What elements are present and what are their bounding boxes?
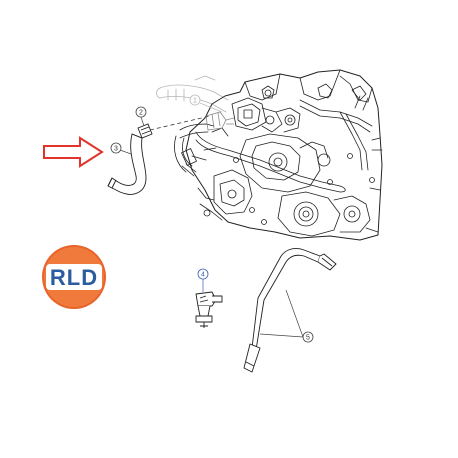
- callout-4: 4: [197, 268, 209, 292]
- part-2-fitting: [137, 123, 153, 139]
- callout-1-label: 1: [193, 98, 197, 105]
- logo-inner-panel: [46, 264, 102, 290]
- part-1-connector: [205, 111, 235, 131]
- intake-tube-faint: [156, 75, 229, 113]
- callout-3-label: 3: [114, 146, 118, 153]
- callout-5: 5: [259, 289, 314, 343]
- callout-3: 3: [110, 142, 132, 155]
- callout-2-label: 2: [139, 110, 143, 117]
- dashed-leader-part-2: [149, 115, 211, 131]
- part-3-hose: [107, 133, 147, 195]
- rld-logo: RLD: [42, 245, 106, 309]
- arrow-shape: [43, 136, 104, 168]
- callout-1: 1: [189, 94, 223, 113]
- callout-2: 2: [135, 106, 147, 127]
- callout-5-label: 5: [306, 335, 310, 342]
- part-4-valve: [195, 291, 223, 328]
- logo-text: RLD: [50, 265, 98, 290]
- red-arrow: [43, 136, 104, 168]
- hose-routing: [174, 123, 346, 193]
- callout-4-label: 4: [201, 272, 205, 279]
- part-5-hose: [243, 247, 337, 373]
- engine-assembly: [156, 69, 383, 241]
